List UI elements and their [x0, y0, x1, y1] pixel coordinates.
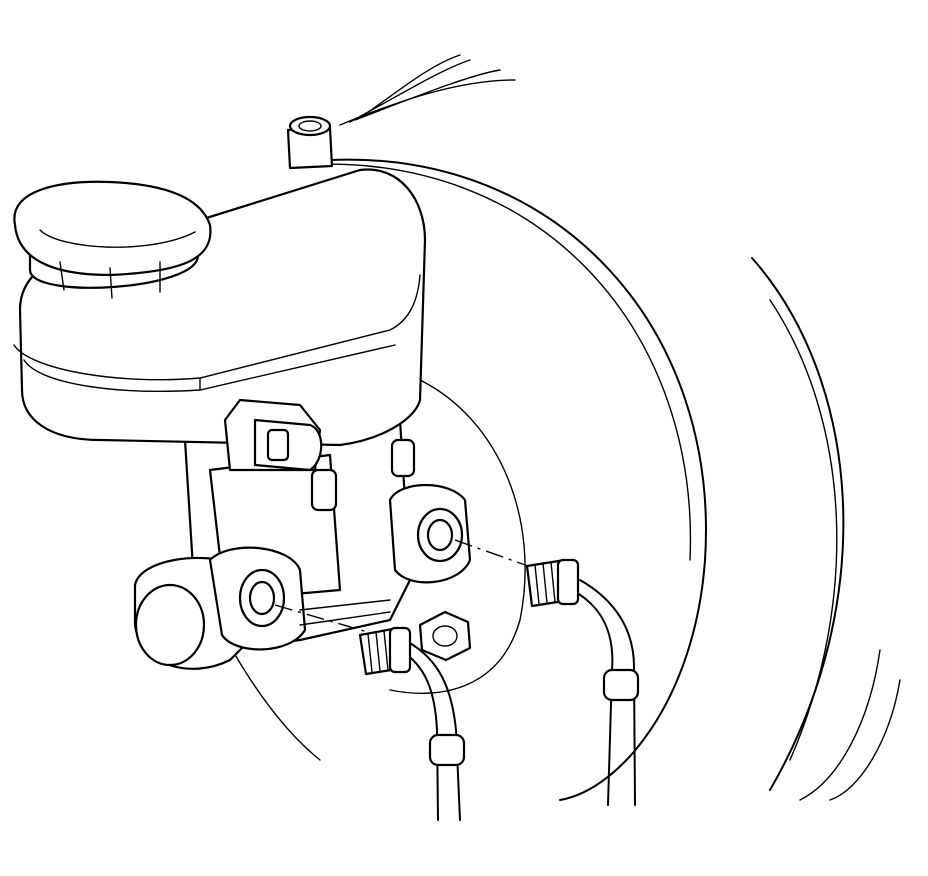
brake-pipe-primary: [358, 626, 466, 821]
mounting-nut: [418, 610, 472, 662]
reservoir-cap: [13, 180, 212, 299]
vacuum-fitting: [286, 115, 334, 170]
brake-pipe-secondary: [525, 558, 640, 806]
master-cylinder-body: [133, 418, 472, 670]
fluid-level-sensor-connector: [223, 398, 323, 472]
